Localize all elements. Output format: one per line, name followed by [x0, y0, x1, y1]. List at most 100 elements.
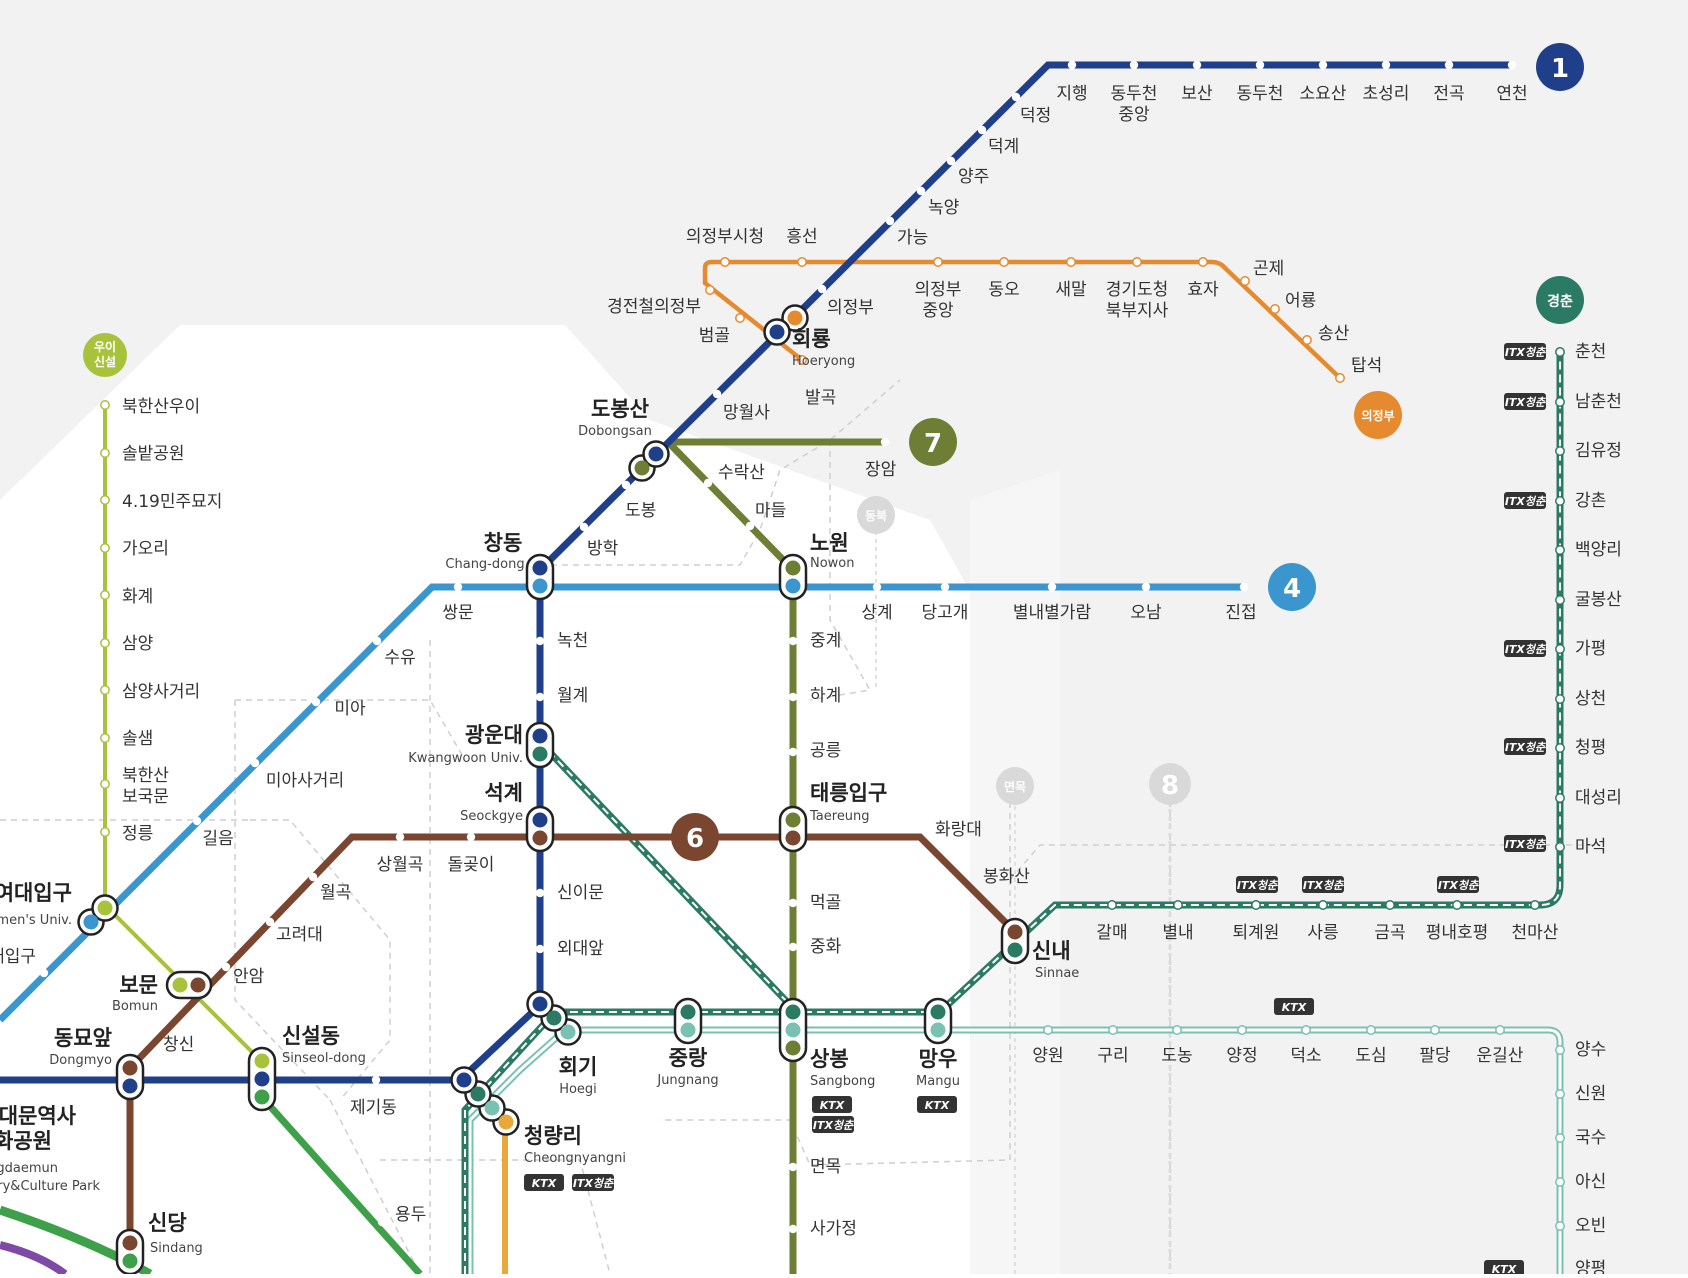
station-dot [39, 968, 49, 978]
station-dot [788, 1162, 798, 1172]
station-dot [1172, 1025, 1182, 1035]
station-jeongneung: 정릉 [122, 824, 153, 844]
station-gyeonggi-1: 경기도청 [1106, 280, 1169, 300]
station-korea-univ: 고려대 [276, 925, 323, 945]
station-chuncheon: 춘천 [1575, 342, 1606, 362]
station-dot [372, 636, 382, 646]
svg-text:ITX청춘: ITX청춘 [1303, 879, 1344, 892]
station-saemal: 새말 [1055, 280, 1087, 300]
station-junghwa: 중화 [810, 937, 842, 957]
station-gonje: 곤제 [1253, 259, 1284, 279]
station-bukhansan-bogungmun-1: 북한산 [122, 766, 169, 786]
station-dot [311, 697, 321, 707]
line5-purple [0, 1241, 68, 1278]
station-dot [1555, 1045, 1565, 1055]
station-dot [1301, 1025, 1311, 1035]
station-dots [39, 60, 1565, 1234]
gyeongchun-line-inner [464, 350, 1561, 1274]
station-dot [1452, 900, 1462, 910]
station-dot [221, 962, 231, 972]
station-dot [100, 400, 110, 410]
station-dot [1507, 60, 1517, 70]
station-nogyang: 녹양 [928, 198, 959, 218]
station-dot [999, 257, 1009, 267]
station-dot [1047, 582, 1057, 592]
svg-text:KTX: KTX [1492, 1263, 1517, 1274]
station-dot [535, 888, 545, 898]
transfer-sinseoldong [247, 1046, 277, 1112]
station-deokgye: 덕계 [988, 137, 1019, 157]
line6 [126, 833, 1018, 1274]
station-dot [100, 543, 110, 553]
transfer-gwangwoon [525, 721, 555, 769]
svg-text:경춘: 경춘 [1547, 293, 1573, 310]
itx-tag: ITX청춘 [1236, 876, 1278, 893]
station-bonghwasan: 봉화산 [983, 867, 1030, 887]
station-gongneung: 공릉 [810, 741, 841, 761]
station-dot [1067, 60, 1077, 70]
station-dot [1237, 1025, 1247, 1035]
station-sungshin-en: Sungshin Women's Univ. [0, 913, 72, 928]
station-dot [720, 257, 730, 267]
station-maseok: 마석 [1575, 837, 1606, 857]
transfer-sungshin [77, 894, 119, 936]
station-dot [100, 638, 110, 648]
itx-tag: ITX청춘 [1504, 738, 1546, 755]
station-soyosan: 소요산 [1300, 84, 1347, 104]
station-jungnang-en: Jungnang [656, 1073, 718, 1088]
station-pyeongnae-hopyeong: 평내호평 [1426, 923, 1489, 943]
station-obin: 오빈 [1575, 1216, 1606, 1236]
transfer-taereung [778, 805, 808, 853]
station-dot [872, 582, 882, 592]
svg-text:신설: 신설 [94, 354, 116, 369]
station-yangsu: 양수 [1575, 1040, 1606, 1060]
station-gapyeong: 가평 [1575, 639, 1606, 659]
station-nokcheon: 녹천 [557, 631, 588, 651]
station-dot [1555, 347, 1565, 357]
station-dot [579, 522, 589, 532]
station-dot [371, 1075, 381, 1085]
station-419-cemetery: 4.19민주묘지 [122, 492, 222, 512]
station-songsan: 송산 [1318, 324, 1350, 344]
station-dot [1555, 644, 1565, 654]
station-dot [977, 125, 987, 135]
transfer-mangu [923, 997, 953, 1045]
station-dot [1555, 1221, 1565, 1231]
station-dot [797, 355, 807, 365]
station-suyu: 수유 [384, 648, 415, 668]
station-dot [1555, 595, 1565, 605]
station-taereung-en: Taereung [809, 809, 870, 824]
station-sagajeong: 사가정 [810, 1219, 857, 1239]
station-solbat-park: 솔밭공원 [122, 444, 185, 464]
station-tapseok: 탑석 [1351, 356, 1382, 376]
svg-text:7: 7 [924, 429, 942, 459]
station-jihaeng: 지행 [1056, 84, 1087, 104]
line8-badge: 8 [1149, 763, 1191, 805]
station-heungseon: 흥선 [786, 227, 817, 247]
station-sangbong: 상봉 [810, 1047, 849, 1071]
station-dot [100, 733, 110, 743]
station-byeollae-byeolgaram: 별내별가람 [1013, 603, 1092, 623]
station-ssangmun: 쌍문 [442, 603, 473, 623]
station-dot [621, 480, 631, 490]
station-banghak: 방학 [587, 539, 619, 559]
station-jungnang: 중랑 [669, 1046, 708, 1070]
station-ungilsan: 운길산 [1477, 1046, 1524, 1066]
station-junggye: 중계 [810, 631, 841, 651]
station-bukhansan-ui: 북한산우이 [122, 397, 200, 417]
station-yangju: 양주 [958, 167, 989, 187]
station-seokgye: 석계 [484, 781, 523, 805]
station-beomgol: 범골 [699, 326, 730, 346]
transfer-jungnang [673, 997, 703, 1045]
station-dot [100, 495, 110, 505]
station-dot [946, 156, 956, 166]
svg-text:ITX청춘: ITX청춘 [813, 1119, 854, 1132]
station-dot [1198, 257, 1208, 267]
station-jinjeop: 진접 [1225, 603, 1256, 623]
station-sinseoldong-en: Sinseol-dong [282, 1051, 366, 1066]
station-hyoja: 효자 [1187, 280, 1219, 300]
station-dot [192, 816, 202, 826]
station-bomun-en: Bomun [112, 999, 158, 1014]
station-gyeongjeon-uijeongbu: 경전철의정부 [607, 297, 701, 317]
